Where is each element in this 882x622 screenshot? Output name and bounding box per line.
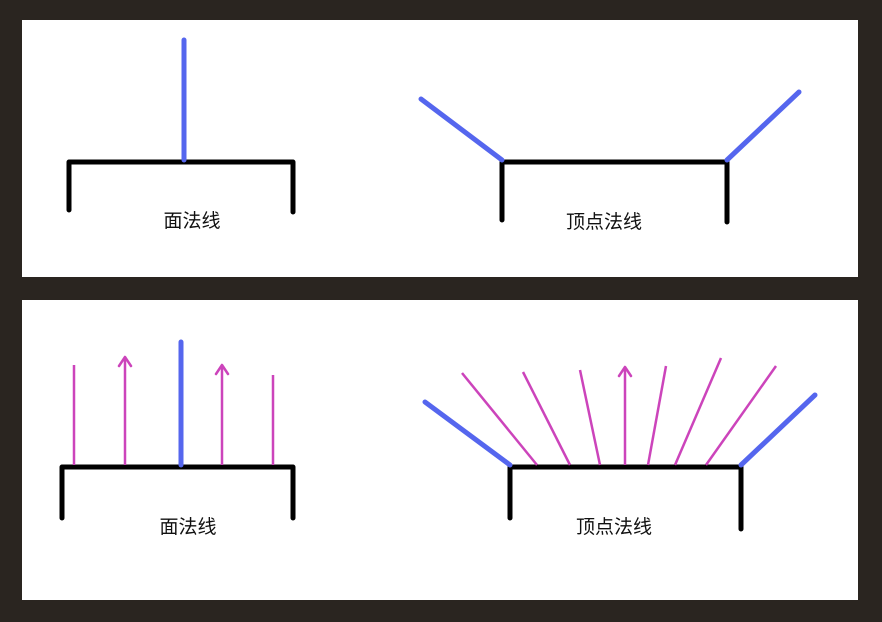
- surface-outline: [66, 159, 296, 215]
- vertex-normal-right-line: [724, 89, 802, 163]
- face-normal-caption: 面法线: [163, 210, 220, 232]
- vertex-normal-caption: 顶点法线: [566, 211, 642, 233]
- top-panel: 面法线 顶点法线: [22, 20, 858, 277]
- bottom-panel: 面法线 顶点法线: [22, 300, 858, 600]
- arrow-head-icon: [117, 355, 133, 368]
- vertex-normal-right-line: [738, 392, 818, 468]
- arrow-head-icon: [617, 365, 633, 378]
- face-normal-caption: 面法线: [159, 516, 216, 538]
- interpolated-normal-line: [704, 365, 778, 466]
- interpolated-normal-line: [521, 371, 572, 466]
- top-diagram: 面法线 顶点法线: [66, 37, 802, 233]
- bottom-diagram: 面法线 顶点法线: [59, 339, 818, 538]
- vertex-normal-left-line: [422, 399, 513, 468]
- face-normal-interpolated-diagram: 面法线: [59, 339, 296, 538]
- surface-outline: [507, 464, 744, 532]
- interpolated-normal-line: [646, 365, 668, 466]
- vertex-normal-interpolated-diagram: 顶点法线: [422, 357, 818, 538]
- arrow-head-icon: [214, 363, 230, 376]
- interpolated-normal-line: [673, 357, 723, 466]
- vertex-normal-caption: 顶点法线: [576, 516, 652, 538]
- interpolated-normal-line: [578, 369, 602, 466]
- vertex-normal-diagram: 顶点法线: [418, 89, 802, 233]
- surface-outline: [59, 464, 296, 521]
- surface-outline: [499, 159, 730, 225]
- interpolated-normal-line: [461, 372, 538, 466]
- face-normal-diagram: 面法线: [66, 37, 296, 232]
- vertex-normal-left-line: [418, 96, 505, 163]
